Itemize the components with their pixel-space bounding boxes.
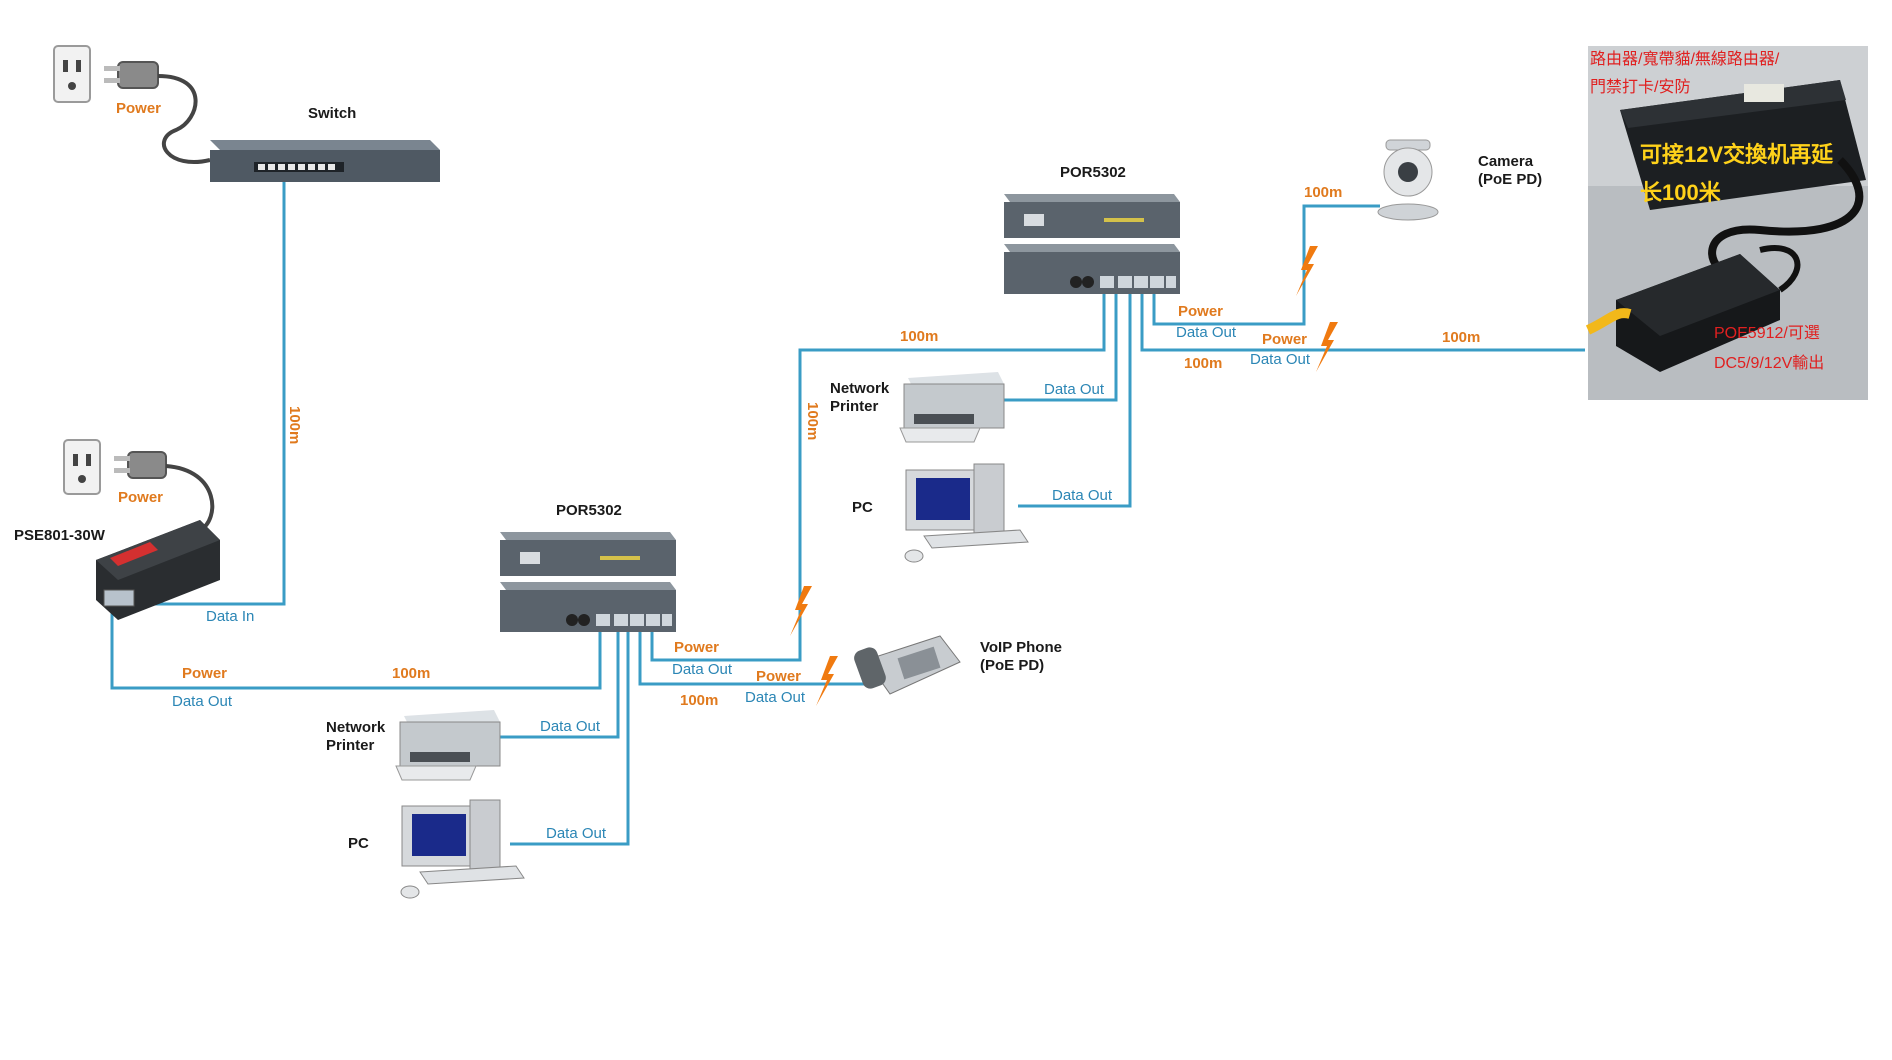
cable-por-right-poe5912 (1140, 282, 1585, 352)
poe-injector-device (96, 520, 220, 620)
printer-label: Network (830, 380, 890, 397)
photo-caption: 門禁打卡/安防 (1590, 78, 1690, 96)
plug-icon (104, 61, 211, 164)
data-out-label: Data Out (1044, 381, 1105, 398)
cable-por-right-printer (1002, 282, 1118, 402)
wall-outlet-icon (63, 439, 101, 495)
por-repeater-device (1004, 194, 1180, 294)
printer-label: Printer (830, 398, 879, 415)
power-label: Power (674, 639, 719, 656)
printer-icon (899, 372, 1005, 443)
cable-por-left-voip (638, 620, 865, 686)
power-label: Power (756, 668, 801, 685)
por-right-label: POR5302 (1060, 164, 1126, 181)
bolt-icon (1316, 322, 1338, 372)
distance-label: 100m (680, 692, 718, 709)
photo-headline: 长100米 (1640, 180, 1722, 205)
power-label: Power (182, 665, 227, 682)
power-bolts (790, 246, 1338, 706)
cables (110, 170, 1585, 846)
data-out-label: Data Out (745, 689, 806, 706)
pc-icon (400, 799, 525, 899)
camera-label: (PoE PD) (1478, 171, 1542, 188)
data-out-label: Data Out (1176, 324, 1237, 341)
data-out-label: Data Out (546, 825, 607, 842)
plug-icon (114, 451, 215, 532)
cable-por-left-printer (500, 620, 620, 739)
cable-pse-por-left (110, 604, 602, 690)
product-caption: POE5912/可選 (1714, 324, 1820, 342)
camera-label: Camera (1478, 153, 1534, 170)
distance-label: 100m (1442, 329, 1480, 346)
distance-label: 100m (1304, 184, 1342, 201)
printer-icon (395, 710, 501, 781)
cable-por-right-pc (1018, 282, 1132, 508)
distance-label: 100m (900, 328, 938, 345)
distance-label: 100m (286, 406, 303, 444)
product-photo (1585, 46, 1868, 400)
wall-outlet-icon (53, 45, 91, 103)
por-repeater-device (500, 532, 676, 632)
photo-headline: 可接12V交換机再延 (1640, 142, 1834, 167)
voip-label: VoIP Phone (980, 639, 1062, 656)
pc-label: PC (852, 499, 873, 516)
cable-por-left-por-right (650, 282, 1106, 662)
por-left-label: POR5302 (556, 502, 622, 519)
switch-label: Switch (308, 105, 356, 122)
bolt-icon (790, 586, 812, 636)
voip-label: (PoE PD) (980, 657, 1044, 674)
pse-label: PSE801-30W (14, 527, 106, 544)
photo-caption: 路由器/寬帶貓/無線路由器/ (1590, 50, 1780, 68)
data-in-label: Data In (206, 608, 254, 625)
camera-icon (1377, 139, 1439, 221)
pc-icon (904, 463, 1029, 563)
voip-phone-icon (854, 635, 961, 695)
power-label: Power (116, 100, 161, 117)
distance-label: 100m (804, 402, 821, 440)
power-label: Power (1178, 303, 1223, 320)
data-out-label: Data Out (1250, 351, 1311, 368)
bolt-icon (1296, 246, 1318, 296)
printer-label: Printer (326, 737, 375, 754)
cable-por-left-pc (510, 620, 630, 846)
pc-label: PC (348, 835, 369, 852)
data-out-label: Data Out (540, 718, 601, 735)
switch-device (210, 140, 440, 182)
bolt-icon (816, 656, 838, 706)
cable-por-right-camera (1152, 204, 1380, 326)
data-out-label: Data Out (1052, 487, 1113, 504)
distance-label: 100m (1184, 355, 1222, 372)
product-caption: DC5/9/12V輸出 (1714, 354, 1824, 372)
power-label: Power (1262, 331, 1307, 348)
data-out-label: Data Out (672, 661, 733, 678)
printer-label: Network (326, 719, 386, 736)
data-out-label: Data Out (172, 693, 233, 710)
cable-switch-pse (130, 170, 286, 606)
distance-label: 100m (392, 665, 430, 682)
power-label: Power (118, 489, 163, 506)
